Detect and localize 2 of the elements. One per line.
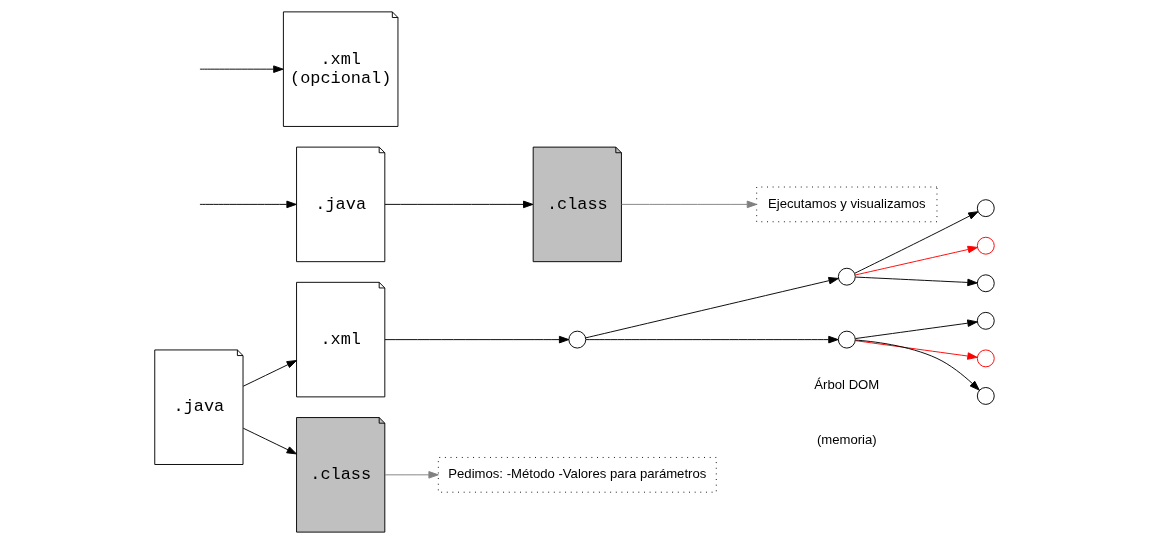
- label: Árbol DOM: [814, 377, 880, 393]
- label: (memoria): [816, 431, 877, 447]
